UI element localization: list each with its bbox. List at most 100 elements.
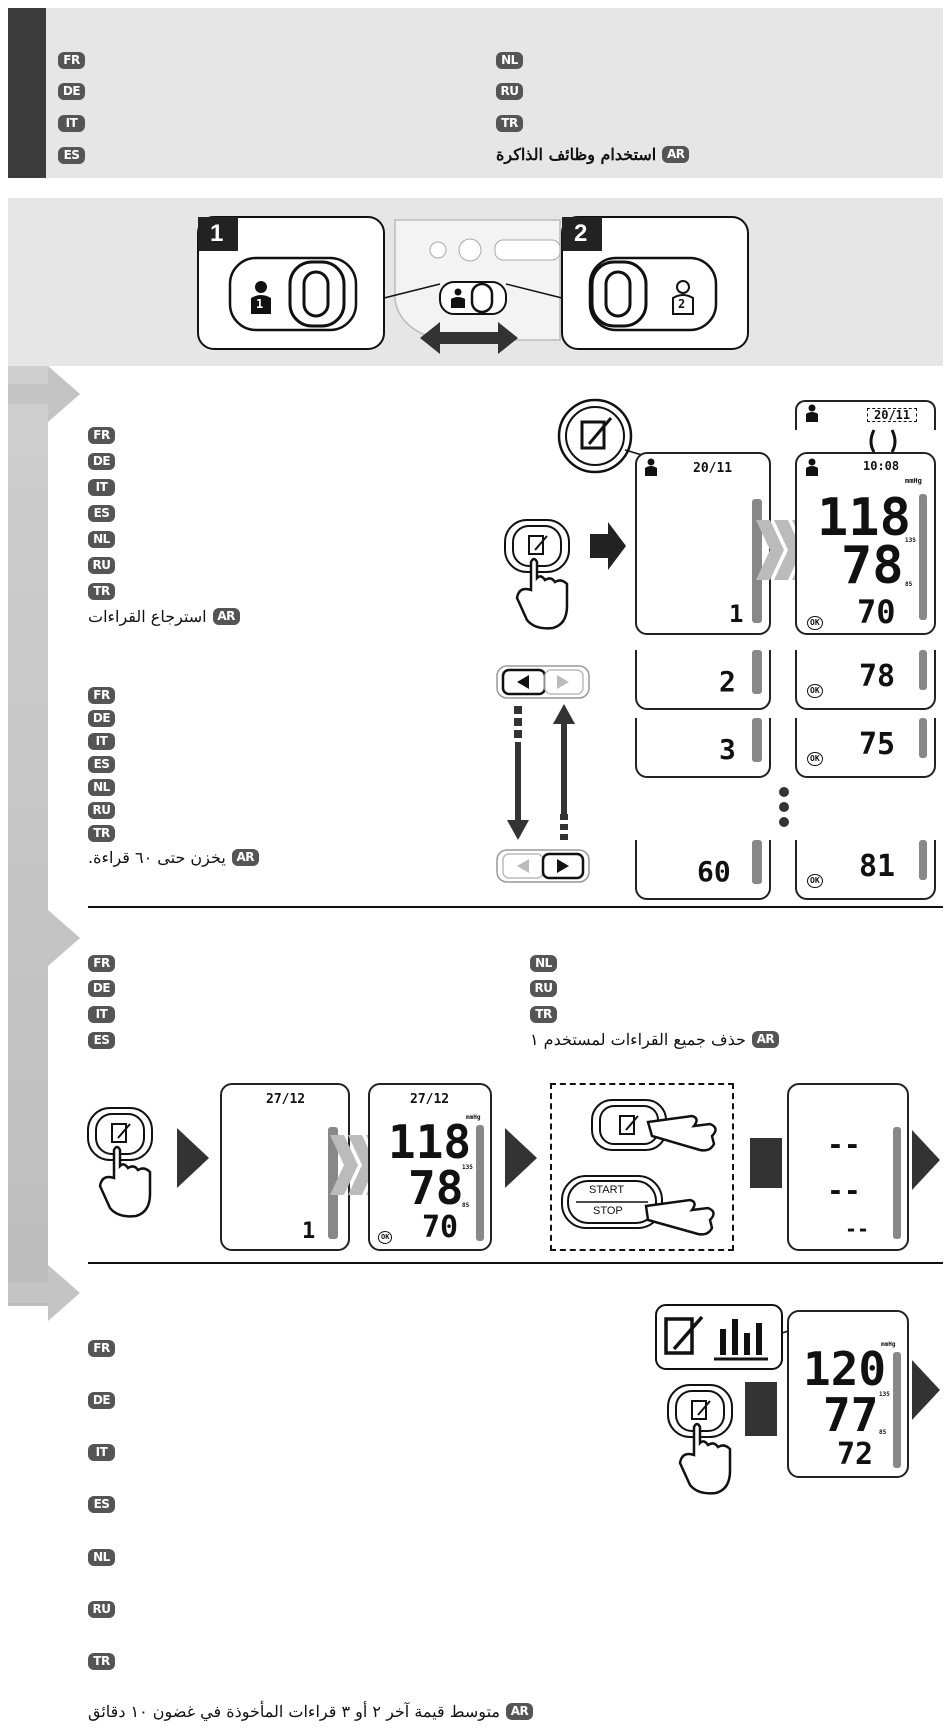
nav-code-it: IT bbox=[88, 733, 115, 750]
recall-code-es: ES bbox=[88, 505, 115, 522]
ref-high: 135 bbox=[462, 1164, 473, 1171]
lang-badge: DE bbox=[88, 1392, 115, 1409]
user-1-number: 1 bbox=[256, 297, 264, 311]
nav-code-nl: NL bbox=[88, 779, 115, 796]
lang-badge: NL bbox=[88, 1549, 115, 1566]
dash-dia: -- bbox=[827, 1174, 861, 1207]
level-bar bbox=[919, 840, 927, 880]
entry-value: 75 bbox=[859, 727, 896, 762]
divider bbox=[88, 1262, 943, 1264]
level-bar bbox=[476, 1125, 484, 1241]
lcd-entry-3-no: 3 bbox=[635, 718, 771, 778]
pulse-value: 70 bbox=[422, 1210, 459, 1245]
avg-code-ru: RU bbox=[88, 1601, 115, 1618]
lang-badge: IT bbox=[88, 1006, 115, 1023]
del-code-tr: TR bbox=[530, 1006, 557, 1023]
user-icon bbox=[806, 404, 818, 422]
entry-no: 2 bbox=[719, 665, 736, 698]
press-hold-panel bbox=[550, 1083, 734, 1251]
recall-code-tr: TR bbox=[88, 583, 115, 600]
memory-button-icon bbox=[504, 519, 570, 630]
arrow-right-icon bbox=[590, 522, 626, 570]
lang-badge: TR bbox=[88, 825, 115, 842]
del-code-fr: FR bbox=[88, 955, 115, 972]
sys-value: 118 bbox=[817, 488, 911, 548]
lang-badge: DE bbox=[58, 83, 85, 100]
header-code-nl: NL bbox=[496, 52, 523, 69]
lcd-entry-60-no: 60 bbox=[635, 840, 771, 900]
ar-text: يخزن حتى ٦٠ قراءة. bbox=[88, 848, 226, 867]
lang-badge: FR bbox=[58, 52, 85, 69]
entry-no: 60 bbox=[697, 855, 731, 888]
ref-high: 135 bbox=[905, 537, 916, 544]
user-2-icon bbox=[672, 280, 694, 315]
memory-button-icon bbox=[87, 1107, 153, 1218]
section-arrow-icon bbox=[8, 366, 80, 422]
header-panel bbox=[8, 8, 943, 178]
lcd-memory-no: 1 bbox=[729, 600, 744, 628]
lcd-memory-no: 1 bbox=[302, 1219, 316, 1244]
lang-badge: NL bbox=[496, 52, 523, 69]
level-bar bbox=[752, 650, 762, 694]
user-2-number: 2 bbox=[678, 297, 686, 311]
nav-code-ru: RU bbox=[88, 802, 115, 819]
lang-badge: FR bbox=[88, 1340, 115, 1357]
lcd-entry-2-no: 2 bbox=[635, 650, 771, 710]
lang-badge: DE bbox=[88, 980, 115, 997]
toggle-date: 20/11 bbox=[867, 408, 918, 422]
block-arrow-icon bbox=[745, 1382, 777, 1436]
avg-code-it: IT bbox=[88, 1444, 115, 1461]
lang-badge: DE bbox=[88, 710, 115, 727]
arrow-keys-illustration bbox=[496, 665, 590, 883]
nav-ar-text: AR يخزن حتى ٦٠ قراءة. bbox=[88, 848, 259, 867]
user-1-icon bbox=[251, 281, 271, 314]
lang-badge: NL bbox=[88, 531, 115, 548]
lcd-date: 27/12 bbox=[410, 1092, 450, 1107]
lang-badge: ES bbox=[58, 147, 85, 164]
del-code-es: ES bbox=[88, 1032, 115, 1049]
dia-value: 77 bbox=[823, 1388, 879, 1442]
header-code-ru: RU bbox=[496, 83, 523, 100]
lang-badge: RU bbox=[88, 802, 115, 819]
memory-button-icon bbox=[667, 1384, 733, 1495]
unit-label: mmHg bbox=[905, 477, 922, 485]
lang-badge: TR bbox=[530, 1006, 557, 1023]
del-lcd-memory: 27/12 1 bbox=[220, 1083, 350, 1251]
ref-low: 85 bbox=[879, 1429, 887, 1436]
switch-user-icon bbox=[451, 288, 465, 308]
lang-badge: FR bbox=[88, 427, 115, 444]
recall-code-de: DE bbox=[88, 453, 115, 470]
nav-code-es: ES bbox=[88, 756, 115, 773]
ok-icon: OK bbox=[378, 1231, 393, 1244]
header-code-fr: FR bbox=[58, 52, 85, 69]
recall-code-ru: RU bbox=[88, 557, 115, 574]
nav-code-fr: FR bbox=[88, 687, 115, 704]
header-ar-title: AR استخدام وظائف الذاكرة bbox=[496, 145, 690, 164]
ar-text: استرجاع القراءات bbox=[88, 607, 207, 626]
lang-badge: IT bbox=[58, 115, 85, 132]
pulse-value: 70 bbox=[857, 593, 896, 631]
level-bar bbox=[752, 499, 762, 623]
side-flow-bar bbox=[8, 366, 48, 1306]
level-bar bbox=[893, 1352, 901, 1468]
ar-text: حذف جميع القراءات لمستخدم ١ bbox=[530, 1030, 746, 1049]
arrow-right-icon bbox=[505, 1128, 537, 1188]
ok-icon: OK bbox=[807, 616, 823, 630]
ref-high: 135 bbox=[879, 1391, 890, 1398]
ok-icon: OK bbox=[807, 684, 823, 698]
ok-icon: OK bbox=[807, 752, 823, 766]
lcd-entry-3-val: 75 OK bbox=[795, 718, 936, 778]
lcd-date: 27/12 bbox=[266, 1092, 306, 1107]
device-illustration bbox=[197, 216, 749, 354]
avg-code-fr: FR bbox=[88, 1340, 115, 1357]
lcd-entry-60-val: 81 OK bbox=[795, 840, 936, 900]
recall-code-nl: NL bbox=[88, 531, 115, 548]
lang-badge: AR bbox=[662, 146, 690, 163]
avg-code-de: DE bbox=[88, 1392, 115, 1409]
ok-icon: OK bbox=[807, 874, 823, 888]
level-bar bbox=[893, 1127, 901, 1239]
memory-symbol-callout bbox=[557, 398, 674, 474]
arrow-right-icon bbox=[177, 1128, 209, 1188]
del-lcd-cleared: -- -- -- bbox=[787, 1083, 909, 1251]
unit-label: mmHg bbox=[881, 1341, 896, 1348]
